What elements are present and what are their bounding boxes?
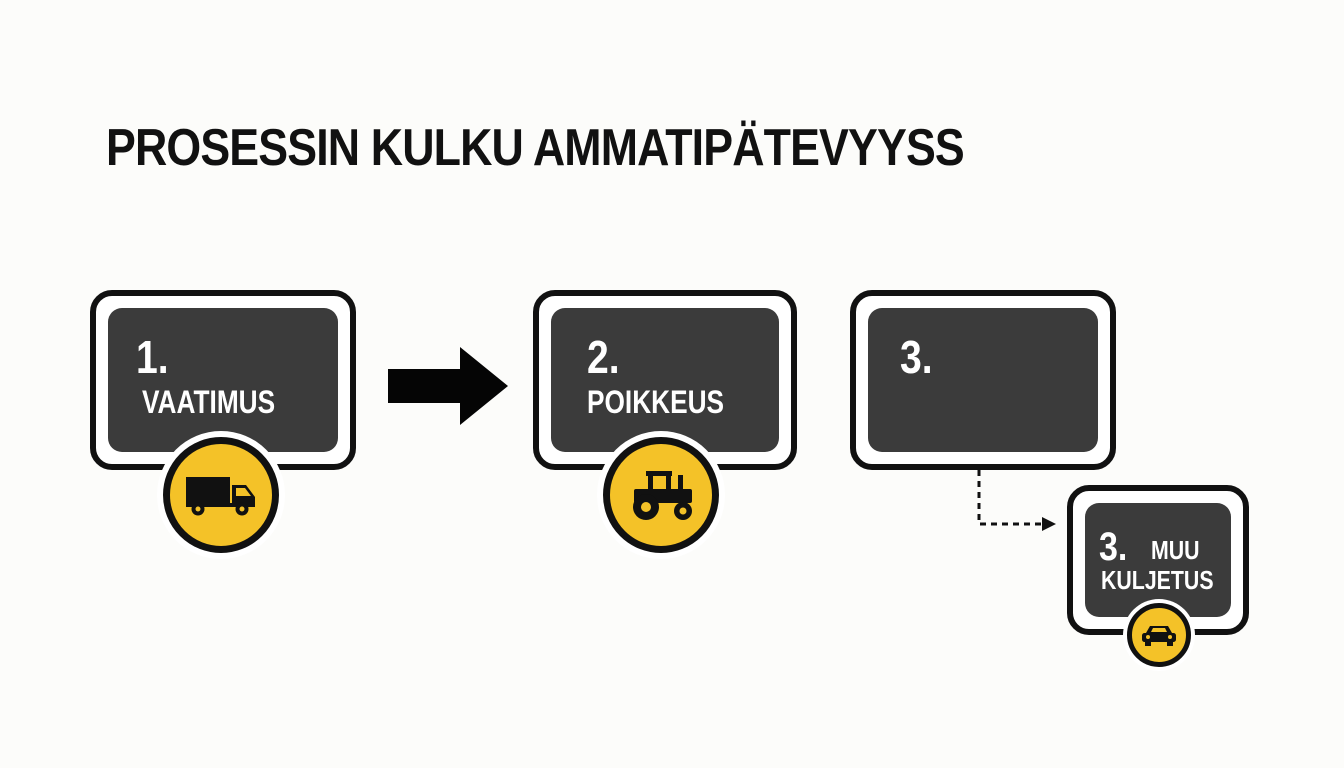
step-1-badge [163,437,279,553]
step-3-number: 3. [900,331,933,383]
step-3-card: 3. [850,290,1116,470]
sub-step-label-line2: KULJETUS [1101,565,1214,595]
step-2-card: 2. POIKKEUS [533,290,797,470]
step-2-badge [603,437,719,553]
step-2-number: 2. [587,331,620,383]
car-icon [1142,626,1176,646]
step-2-panel [551,308,779,452]
step-3-panel [868,308,1098,452]
step-2-label: POIKKEUS [587,384,725,420]
sub-step-panel [1085,503,1231,617]
step-1-card: 1. VAATIMUS [90,290,356,470]
sub-step-label-line1: MUU [1151,535,1200,565]
sub-step-card: 3. MUU KULJETUS [1067,485,1249,635]
step-1-number: 1. [136,331,169,383]
tractor-icon [633,471,692,520]
truck-icon [186,477,255,516]
sub-step-number: 3. [1099,525,1128,569]
step-1-panel [108,308,338,452]
sub-step-badge [1127,603,1191,667]
dashed-connector-arrow [977,470,1056,531]
step-1-label: VAATIMUS [142,384,276,420]
flow-arrow-right [388,347,508,425]
diagram-title: PROSESSIN KULKU AMMATIPÄTEVYYSS [106,119,965,177]
